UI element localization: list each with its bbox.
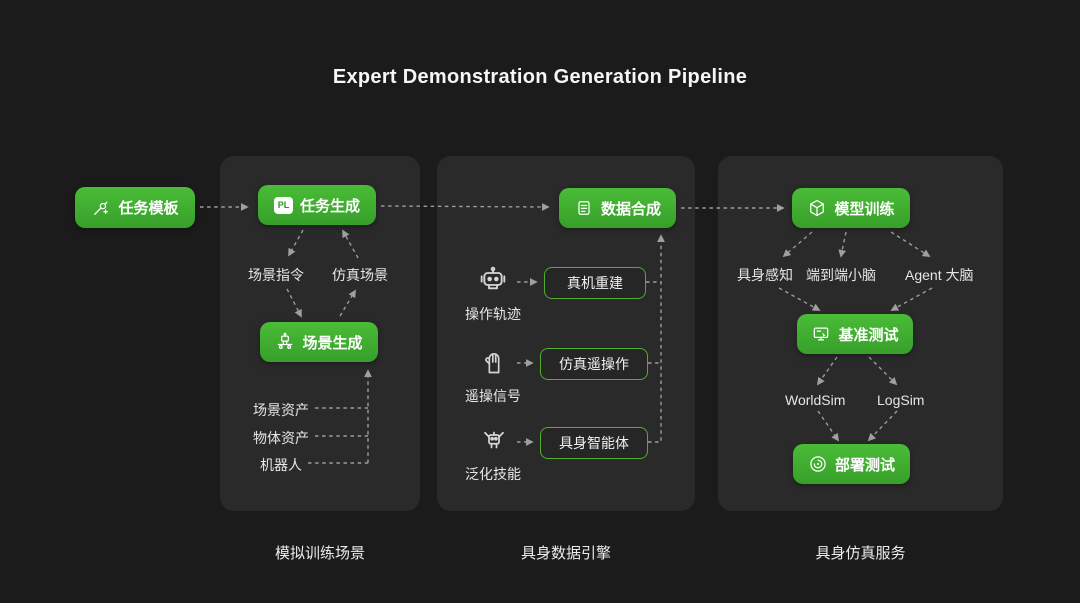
logsim-label: LogSim	[877, 392, 925, 408]
simulation-teleoperation-label: 仿真遥操作	[559, 356, 629, 372]
data-synthesis-node: 数据合成	[559, 188, 676, 228]
deployment-test-label: 部署测试	[834, 456, 895, 474]
caption-data-engine: 具身数据引擎	[520, 545, 611, 562]
embodied-agent-label: 具身智能体	[559, 435, 629, 451]
asset-scene-label: 场景资产	[253, 402, 309, 418]
monitor-icon	[811, 324, 831, 344]
task-generation-node: PL 任务生成	[258, 185, 376, 225]
agent-brain-label: Agent 大脑	[905, 267, 974, 283]
scene-instruction-label: 场景指令	[248, 267, 304, 283]
task-template-node: 任务模板	[75, 187, 195, 228]
task-template-label: 任务模板	[118, 200, 179, 217]
skill-robot-icon	[479, 424, 509, 456]
asset-object-label: 物体资产	[253, 430, 309, 446]
model-training-node: 模型训练	[792, 188, 910, 228]
tools-icon	[91, 198, 111, 218]
task-generation-label: 任务生成	[299, 197, 360, 215]
asset-robot-label: 机器人	[260, 457, 302, 473]
deployment-test-node: 部署测试	[793, 444, 910, 484]
cube-icon	[807, 198, 827, 218]
end-to-end-cerebellum-label: 端到端小脑	[806, 267, 876, 283]
real-machine-reconstruction-node: 真机重建	[544, 267, 646, 299]
worldsim-label: WorldSim	[785, 392, 846, 408]
simulation-scene-label: 仿真场景	[332, 267, 388, 283]
benchmark-label: 基准测试	[838, 326, 899, 344]
teleoperation-signal-label: 遥操信号	[465, 388, 521, 404]
glove-icon	[480, 347, 508, 377]
caption-simulation-service: 具身仿真服务	[815, 545, 906, 562]
robot-icon	[477, 264, 509, 298]
data-synthesis-label: 数据合成	[600, 200, 661, 218]
scene-generation-node: 场景生成	[260, 322, 378, 362]
real-machine-reconstruction-label: 真机重建	[567, 275, 623, 291]
pl-badge-icon: PL	[273, 196, 293, 214]
embodied-agent-node: 具身智能体	[540, 427, 648, 459]
scene-generation-label: 场景生成	[302, 334, 363, 352]
embodied-perception-label: 具身感知	[737, 267, 793, 283]
benchmark-node: 基准测试	[797, 314, 913, 354]
caption-training-scene: 模拟训练场景	[274, 545, 365, 562]
generalized-skill-label: 泛化技能	[465, 466, 521, 482]
robot-conveyor-icon	[275, 332, 295, 352]
spiral-icon	[808, 454, 828, 474]
model-training-label: 模型训练	[834, 200, 895, 218]
operation-trajectory-label: 操作轨迹	[465, 306, 521, 322]
simulation-teleoperation-node: 仿真遥操作	[540, 348, 648, 380]
document-icon	[574, 198, 594, 218]
page-title: Expert Demonstration Generation Pipeline	[332, 66, 748, 88]
